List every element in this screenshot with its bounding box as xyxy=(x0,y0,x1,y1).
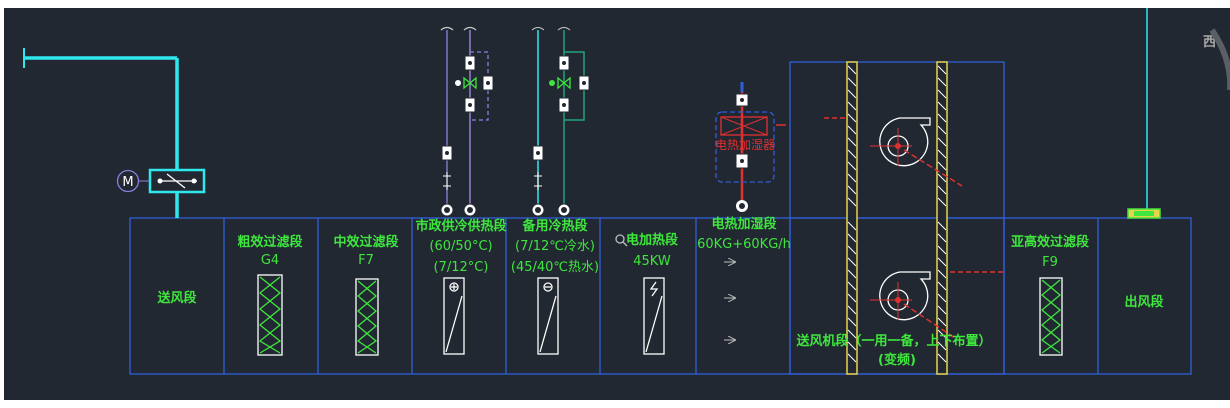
label-humidifier-capacity: 60KG+60KG/h xyxy=(697,237,791,252)
medium-filter-symbol xyxy=(355,278,379,356)
municipal-control-valve xyxy=(463,76,477,90)
label-municipal-coil-cooling: (7/12°C) xyxy=(434,260,489,275)
sub-hepa-filter-symbol xyxy=(1039,277,1063,356)
corner-arc xyxy=(1209,28,1230,90)
label-sub-hepa: 亚高效过滤段 xyxy=(1011,234,1089,250)
label-humidifier: 电热加湿段 xyxy=(711,216,776,232)
backup-valve-node xyxy=(549,80,555,86)
label-coarse-filter-grade: G4 xyxy=(261,253,279,268)
backup-control-valve xyxy=(557,76,571,90)
electric-heater-symbol xyxy=(643,277,665,355)
electric-heater-icon xyxy=(615,234,628,247)
corner-label: 西 xyxy=(1203,35,1216,50)
humidifier-assembly xyxy=(715,82,786,212)
backup-valve-marks xyxy=(535,61,586,213)
municipal-coil-symbol xyxy=(443,277,465,355)
motor-label: M xyxy=(122,175,133,190)
municipal-valve-node xyxy=(455,80,461,86)
label-sub-hepa-grade: F9 xyxy=(1042,255,1058,270)
humidifier-tag: 电热加湿器 xyxy=(715,137,775,152)
label-municipal-coil-heating: (60/50°C) xyxy=(429,239,492,254)
label-fan: 送风机段（一用一备，上下布置） xyxy=(795,333,991,349)
label-coarse-filter: 粗效过滤段 xyxy=(237,234,302,250)
label-supply: 送风段 xyxy=(156,290,196,306)
fan-lower-icon xyxy=(870,271,956,339)
motorized-damper xyxy=(148,168,206,194)
municipal-balance-valve xyxy=(443,172,451,190)
backup-coil-symbol xyxy=(537,277,559,355)
label-backup-coil: 备用冷热段 xyxy=(521,218,587,234)
drawing-background xyxy=(4,8,1230,400)
fan-grating-right xyxy=(936,61,948,375)
airflow-arrows xyxy=(724,262,735,340)
fan-upper-icon xyxy=(870,117,963,187)
label-municipal-coil: 市政供冷供热段 xyxy=(415,218,506,234)
outlet-damper xyxy=(1127,208,1161,219)
municipal-valve-marks xyxy=(444,61,490,213)
ahu-frame xyxy=(129,61,1192,375)
label-outlet: 出风段 xyxy=(1124,294,1163,310)
section-labels: 送风段 粗效过滤段 G4 中效过滤段 F7 市政供冷供热段 (60/50°C) … xyxy=(156,216,1163,368)
label-electric-heating-power: 45KW xyxy=(633,254,671,269)
backup-balance-valve xyxy=(534,172,542,190)
fan-grating-left xyxy=(846,61,858,375)
label-medium-filter: 中效过滤段 xyxy=(333,234,398,250)
label-fan-vfd: (变频) xyxy=(878,352,916,368)
label-electric-heating: 电加热段 xyxy=(626,232,678,248)
coarse-filter-symbol xyxy=(257,274,283,356)
motor-icon xyxy=(116,169,140,193)
label-medium-filter-grade: F7 xyxy=(358,253,374,268)
label-backup-coil-heating: (45/40℃热水) xyxy=(511,260,599,275)
label-backup-coil-cooling: (7/12℃冷水) xyxy=(515,239,595,254)
